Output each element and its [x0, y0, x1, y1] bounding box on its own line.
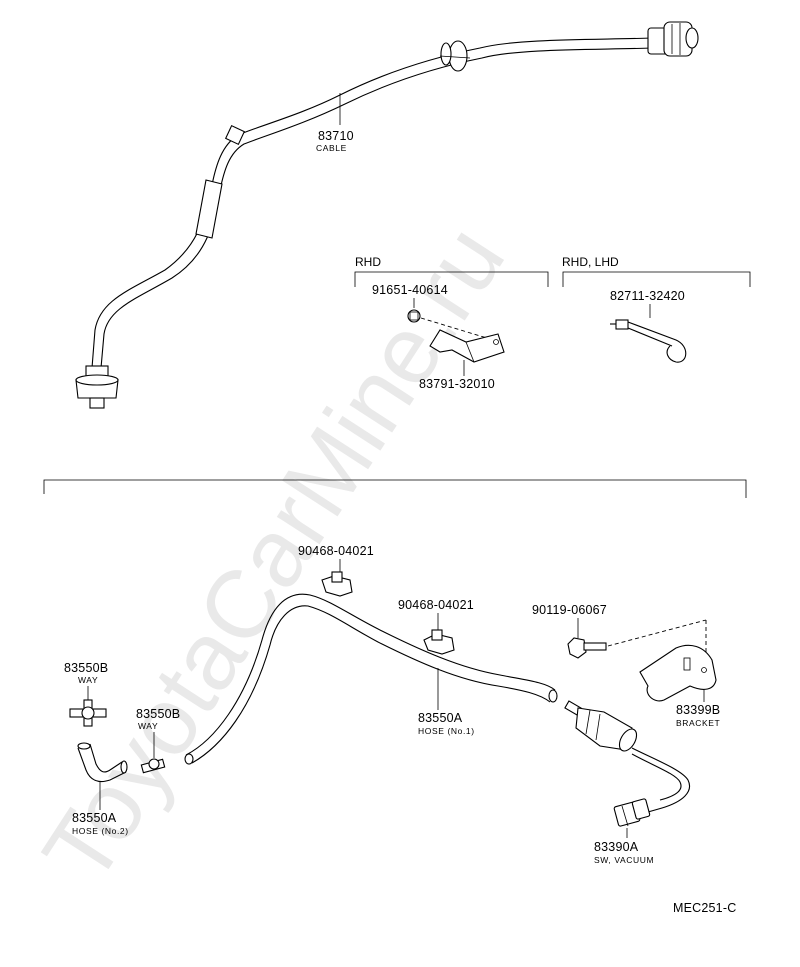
watermark: ToyotaCarMine.ru: [23, 208, 525, 902]
switch-vacuum-part-name: SW, VACUUM: [594, 855, 654, 865]
cable-clip: [224, 124, 246, 146]
section-rhd-lhd-label: RHD, LHD: [562, 255, 619, 269]
bracket-vac-part-number: 83399B: [676, 703, 720, 717]
section-rhd-lhd: RHD, LHD: [562, 255, 751, 287]
clip-2[interactable]: [423, 629, 455, 655]
hose-no1-part-name: HOSE (No.1): [418, 726, 475, 736]
diagram-code: MEC251-C: [673, 901, 736, 915]
bracket-rhd[interactable]: [429, 329, 505, 363]
bracket-vac-part-name: BRACKET: [676, 718, 720, 728]
hose-no2-part-number: 83550A: [72, 811, 117, 825]
hose-no2-part-name: HOSE (No.2): [72, 826, 129, 836]
clip-1[interactable]: [321, 571, 353, 597]
way-left[interactable]: [69, 699, 107, 727]
clip-1-part-number: 90468-04021: [298, 544, 374, 558]
way-mid-part-number: 83550B: [136, 707, 180, 721]
hose-no1[interactable]: [184, 593, 558, 765]
clip-2-part-number: 90468-04021: [398, 598, 474, 612]
clamp-part-number: 82711-32420: [610, 289, 685, 303]
bolt-vac-part-number: 90119-06067: [532, 603, 607, 617]
bolt-vac[interactable]: [567, 637, 607, 659]
cable-part-name: CABLE: [316, 143, 347, 153]
hose-no2[interactable]: [77, 742, 128, 783]
cable-part-number: 83710: [318, 129, 354, 143]
cable-transmission-end: [75, 365, 119, 409]
speedometer-cable[interactable]: [75, 21, 699, 409]
switch-vacuum-part-number: 83390A: [594, 840, 639, 854]
way-left-part-name: WAY: [78, 675, 98, 685]
bracket-rhd-part-number: 83791-32010: [419, 377, 495, 391]
bracket-vac[interactable]: [639, 644, 717, 702]
section-divider: [43, 479, 747, 498]
cable-meter-end: [647, 21, 699, 57]
switch-vacuum[interactable]: [564, 700, 690, 827]
bolt-rhd[interactable]: [407, 309, 421, 323]
bolt-rhd-part-number: 91651-40614: [372, 283, 448, 297]
clamp-rhd-lhd[interactable]: [610, 319, 687, 363]
hose-no1-part-number: 83550A: [418, 711, 463, 725]
way-left-part-number: 83550B: [64, 661, 108, 675]
section-rhd: RHD: [354, 255, 549, 287]
way-mid-part-name: WAY: [138, 721, 158, 731]
section-rhd-label: RHD: [355, 255, 381, 269]
cable-grommet: [448, 40, 468, 72]
way-mid[interactable]: [140, 758, 166, 774]
